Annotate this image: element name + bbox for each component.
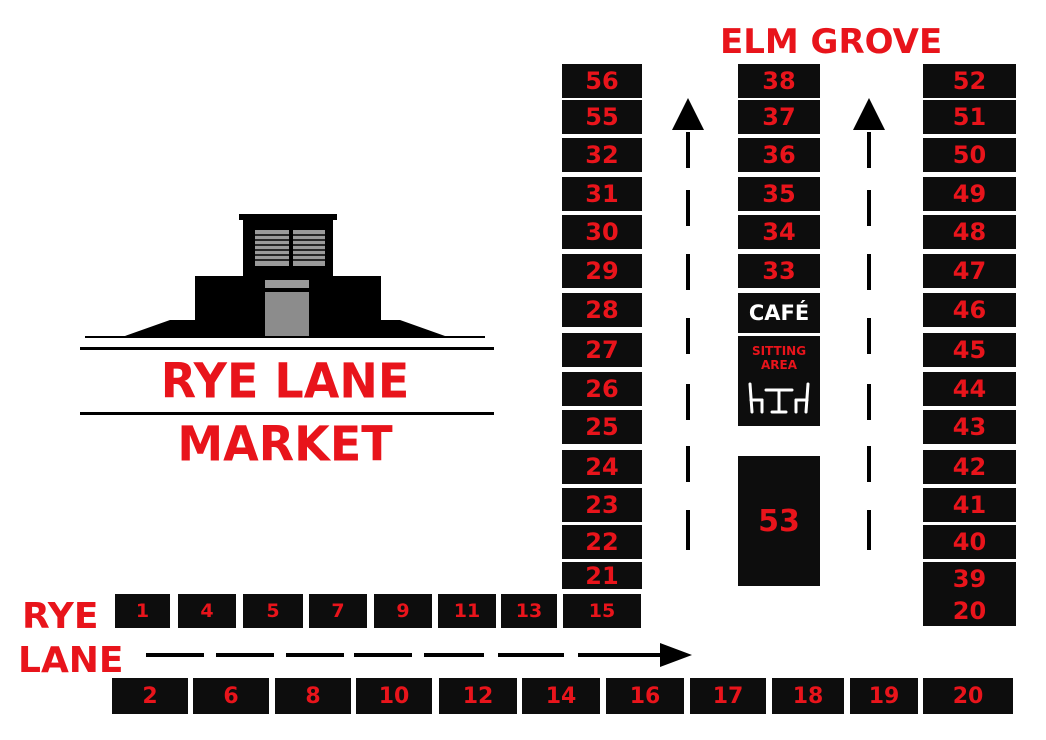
stall-42: 42	[923, 450, 1016, 484]
stall-34: 34	[738, 215, 820, 249]
stall-23: 23	[562, 488, 642, 522]
stall-1: 1	[115, 594, 170, 628]
stall-25: 25	[562, 410, 642, 444]
stall-40: 40	[923, 525, 1016, 559]
stall-17: 17	[690, 678, 766, 714]
market-building-icon	[85, 214, 485, 338]
stall-13: 13	[501, 594, 557, 628]
stall-45: 45	[923, 333, 1016, 367]
stall-21: 21	[562, 562, 642, 590]
stall-52: 52	[923, 64, 1016, 98]
stall-29: 29	[562, 254, 642, 288]
stall-43: 43	[923, 410, 1016, 444]
stall-8: 8	[275, 678, 351, 714]
stall-50: 50	[923, 138, 1016, 172]
stall-32: 32	[562, 138, 642, 172]
stall-2: 2	[112, 678, 188, 714]
stall-30: 30	[562, 215, 642, 249]
stall-35: 35	[738, 177, 820, 211]
stall-10: 10	[356, 678, 432, 714]
stall-56: 56	[562, 64, 642, 98]
stall-20: 20	[923, 678, 1013, 714]
table-chairs-icon	[748, 382, 810, 414]
stall-36: 36	[738, 138, 820, 172]
stall-44: 44	[923, 372, 1016, 406]
stall-20: 20	[923, 596, 1016, 626]
stall-22: 22	[562, 525, 642, 559]
stall-12: 12	[439, 678, 517, 714]
stall-18: 18	[772, 678, 844, 714]
stall-48: 48	[923, 215, 1016, 249]
sitting-area-label-line2: AREA	[760, 358, 797, 372]
stall-7: 7	[309, 594, 367, 628]
stall-19: 19	[850, 678, 918, 714]
stall-9: 9	[374, 594, 432, 628]
stall-6: 6	[193, 678, 269, 714]
stall-4: 4	[178, 594, 236, 628]
street-label-rye: RYE	[22, 596, 99, 637]
cafe-box: CAFÉ	[738, 293, 820, 333]
sitting-area-box: SITTING AREA	[738, 336, 820, 426]
stall-51: 51	[923, 100, 1016, 134]
stall-39: 39	[923, 562, 1016, 596]
stall-55: 55	[562, 100, 642, 134]
sitting-area-label: SITTING AREA	[738, 344, 820, 372]
arrow-up-right-aisle	[853, 98, 885, 550]
street-label-elm-grove: ELM GROVE	[720, 22, 943, 62]
arrow-right-rye-lane	[146, 643, 692, 667]
logo-rule-bottom	[80, 412, 494, 415]
stall-49: 49	[923, 177, 1016, 211]
stall-27: 27	[562, 333, 642, 367]
stall-26: 26	[562, 372, 642, 406]
logo-rule-top	[80, 347, 494, 350]
stall-24: 24	[562, 450, 642, 484]
stall-47: 47	[923, 254, 1016, 288]
stall-53: 53	[738, 456, 820, 586]
stall-5: 5	[243, 594, 303, 628]
stall-28: 28	[562, 293, 642, 327]
stall-33: 33	[738, 254, 820, 288]
stall-37: 37	[738, 100, 820, 134]
stall-16: 16	[606, 678, 684, 714]
stall-11: 11	[438, 594, 496, 628]
arrow-up-left-aisle	[672, 98, 704, 550]
sitting-area-label-line1: SITTING	[751, 344, 807, 358]
stall-41: 41	[923, 488, 1016, 522]
street-label-lane: LANE	[18, 640, 124, 681]
stall-15: 15	[563, 594, 641, 628]
stall-46: 46	[923, 293, 1016, 327]
stall-38: 38	[738, 64, 820, 98]
stall-14: 14	[522, 678, 600, 714]
logo-title: RYE LANE MARKET	[160, 352, 410, 472]
stall-31: 31	[562, 177, 642, 211]
